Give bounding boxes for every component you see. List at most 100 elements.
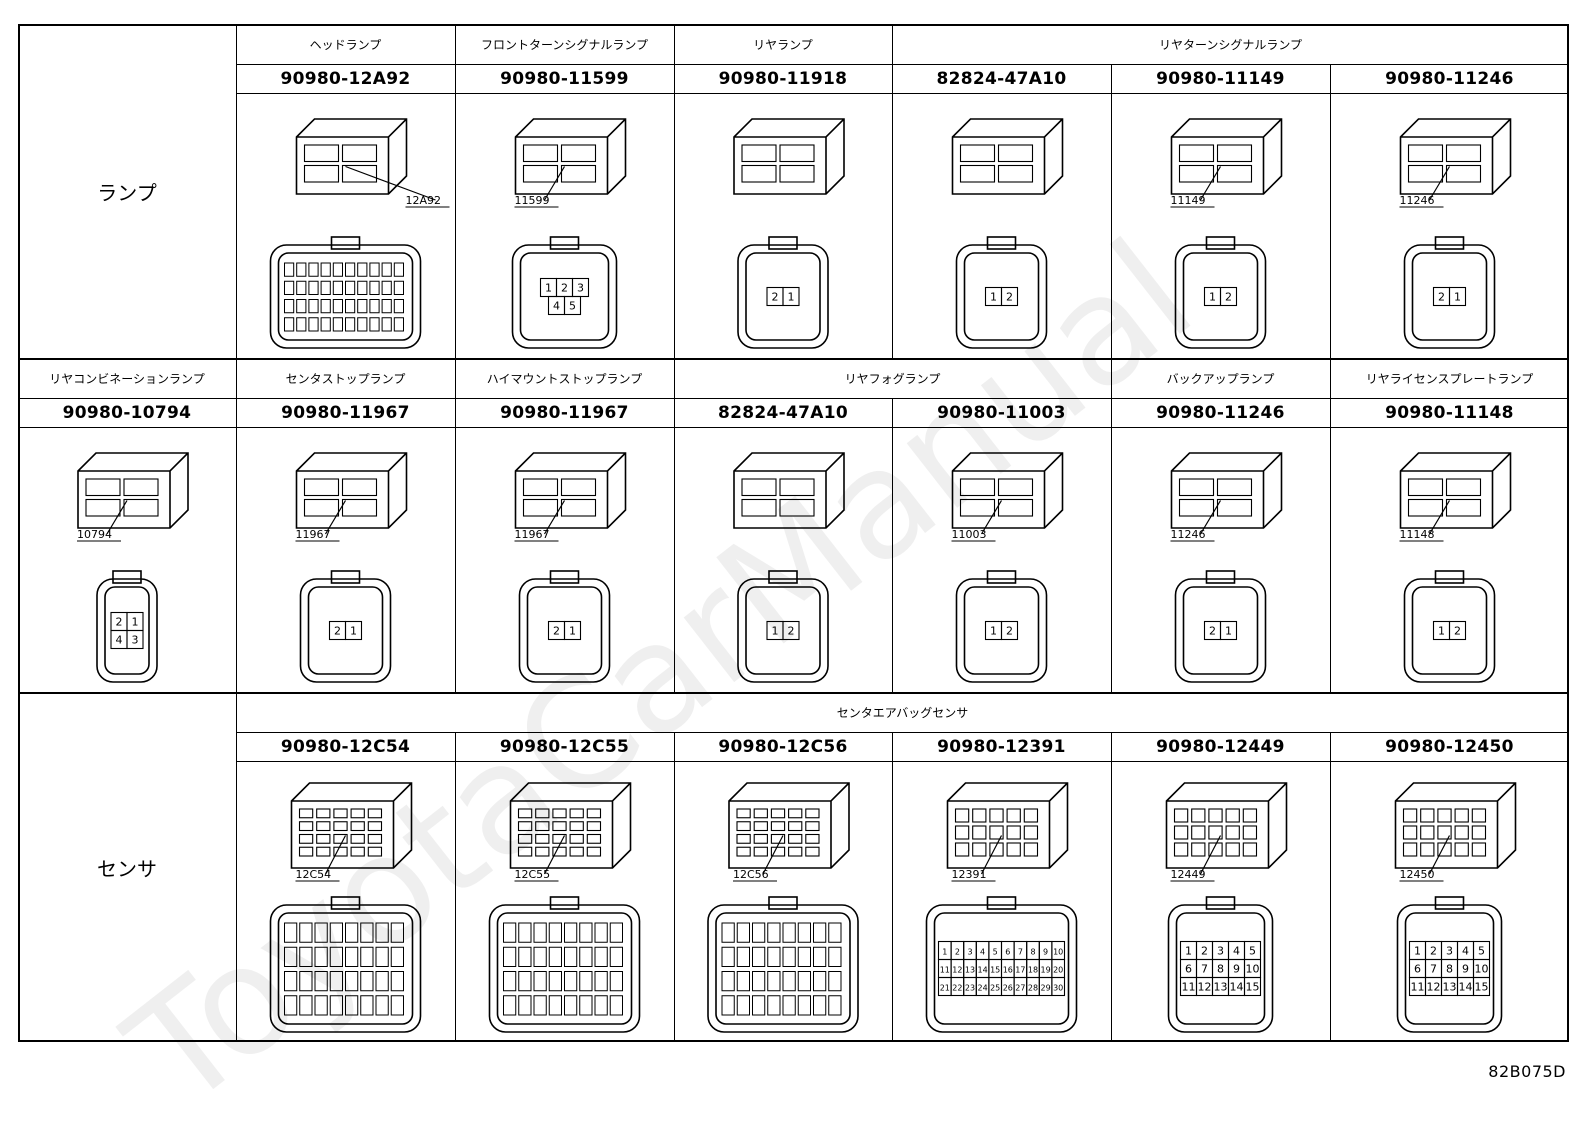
terminal-cavity bbox=[564, 995, 578, 1016]
terminal-cavity bbox=[360, 922, 374, 943]
body-cavity bbox=[972, 842, 987, 857]
pin-cavity bbox=[1448, 286, 1467, 307]
group-header: リヤライセンスプレートランプ bbox=[1365, 371, 1534, 386]
locking-tab bbox=[1434, 236, 1465, 250]
pin-number: 4 bbox=[980, 948, 985, 957]
terminal-cavity bbox=[345, 995, 359, 1016]
body-cavity bbox=[1242, 808, 1258, 823]
locking-tab bbox=[112, 570, 142, 584]
group-divider bbox=[892, 24, 893, 64]
terminal-cavity bbox=[797, 946, 811, 967]
part-number: 90980-11918 bbox=[718, 68, 848, 89]
connector-face-inner bbox=[1182, 252, 1259, 341]
part-number: 90980-11246 bbox=[1385, 68, 1514, 89]
callout-label: 12C55 bbox=[515, 868, 551, 881]
callout-label: 11148 bbox=[1400, 528, 1435, 541]
terminal-cavity bbox=[357, 262, 368, 277]
connector-face-inner bbox=[1404, 912, 1495, 1025]
body-cavity bbox=[517, 808, 533, 819]
terminal-cavity bbox=[782, 971, 796, 992]
body-cavity bbox=[736, 846, 751, 857]
connector-face-inner bbox=[526, 586, 603, 675]
callout-label: 12450 bbox=[1400, 868, 1435, 881]
body-cavity bbox=[367, 833, 383, 844]
terminal-cavity bbox=[375, 995, 389, 1016]
pin-number: 11 bbox=[940, 966, 950, 975]
terminal-cavity bbox=[533, 995, 547, 1016]
body-cavity bbox=[997, 478, 1034, 497]
pin-number: 12 bbox=[952, 966, 962, 975]
body-cavity bbox=[303, 144, 340, 163]
terminal-cavity bbox=[345, 280, 356, 295]
pin-number: 2 bbox=[1006, 625, 1013, 638]
terminal-cavity bbox=[308, 299, 319, 314]
terminal-cavity bbox=[329, 922, 343, 943]
body-cavity bbox=[1178, 498, 1215, 517]
pin-number: 2 bbox=[1201, 945, 1208, 958]
connector-table: ToyotaCarManual ランプヘッドランプフロントターンシグナルランプリ… bbox=[18, 24, 1569, 1141]
connector-face-inner bbox=[496, 912, 633, 1025]
figure-code: 82B075D bbox=[1488, 1062, 1566, 1081]
connector-face bbox=[269, 244, 422, 349]
pin-cavity bbox=[1219, 286, 1238, 307]
locking-tab bbox=[986, 896, 1017, 910]
terminal-cavity bbox=[609, 971, 623, 992]
terminal-cavity bbox=[284, 995, 298, 1016]
pin-number: 5 bbox=[569, 300, 576, 313]
pin-number: 8 bbox=[1030, 948, 1035, 957]
locking-tab bbox=[1205, 570, 1236, 584]
body-cavity bbox=[959, 144, 996, 163]
body-cavity bbox=[535, 808, 550, 819]
locking-tab bbox=[330, 896, 361, 910]
terminal-cavity bbox=[296, 280, 307, 295]
terminal-cavity bbox=[828, 922, 842, 943]
column-divider bbox=[455, 64, 456, 358]
connector-body bbox=[733, 118, 845, 195]
body-cavity bbox=[586, 808, 602, 819]
body-cavity bbox=[303, 498, 340, 517]
pin-cavity bbox=[1051, 976, 1066, 997]
body-cavity bbox=[333, 808, 348, 819]
terminal-cavity bbox=[308, 280, 319, 295]
terminal-cavity bbox=[284, 922, 298, 943]
terminal-cavity bbox=[393, 280, 405, 295]
connector-face bbox=[707, 904, 859, 1033]
pin-number: 14 bbox=[1230, 981, 1244, 994]
body-cavity bbox=[1445, 498, 1482, 517]
connector-illustration: 12A92 bbox=[240, 97, 451, 354]
connector-face bbox=[269, 904, 422, 1033]
terminal-cavity bbox=[503, 971, 517, 992]
pin-number: 16 bbox=[1003, 966, 1013, 975]
terminal-cavity bbox=[381, 280, 392, 295]
pin-number: 23 bbox=[965, 984, 975, 993]
terminal-cavity bbox=[284, 299, 295, 314]
connector-body bbox=[733, 452, 845, 529]
body-cavity bbox=[1402, 825, 1418, 840]
body-cavity bbox=[367, 808, 383, 819]
terminal-cavity bbox=[320, 317, 331, 332]
body-cavity bbox=[997, 144, 1034, 163]
terminal-cavity bbox=[548, 971, 562, 992]
body-cavity bbox=[959, 478, 996, 497]
body-cavity bbox=[522, 478, 559, 497]
body-cavity bbox=[1437, 808, 1452, 823]
group-divider bbox=[674, 358, 675, 398]
locking-tab bbox=[986, 236, 1017, 250]
group-header: ヘッドランプ bbox=[309, 37, 382, 52]
body-cavity bbox=[298, 846, 314, 857]
part-number-rule bbox=[18, 427, 1569, 428]
terminal-cavity bbox=[381, 317, 392, 332]
group-divider bbox=[236, 358, 237, 398]
terminal-cavity bbox=[332, 262, 344, 277]
terminal-cavity bbox=[564, 922, 578, 943]
callout-label: 11003 bbox=[952, 528, 987, 541]
terminal-cavity bbox=[329, 995, 343, 1016]
callout-leader bbox=[345, 165, 436, 201]
body-cavity bbox=[741, 498, 777, 517]
terminal-cavity bbox=[345, 262, 356, 277]
pin-number: 13 bbox=[965, 966, 975, 975]
category-label: ランプ bbox=[97, 180, 157, 205]
